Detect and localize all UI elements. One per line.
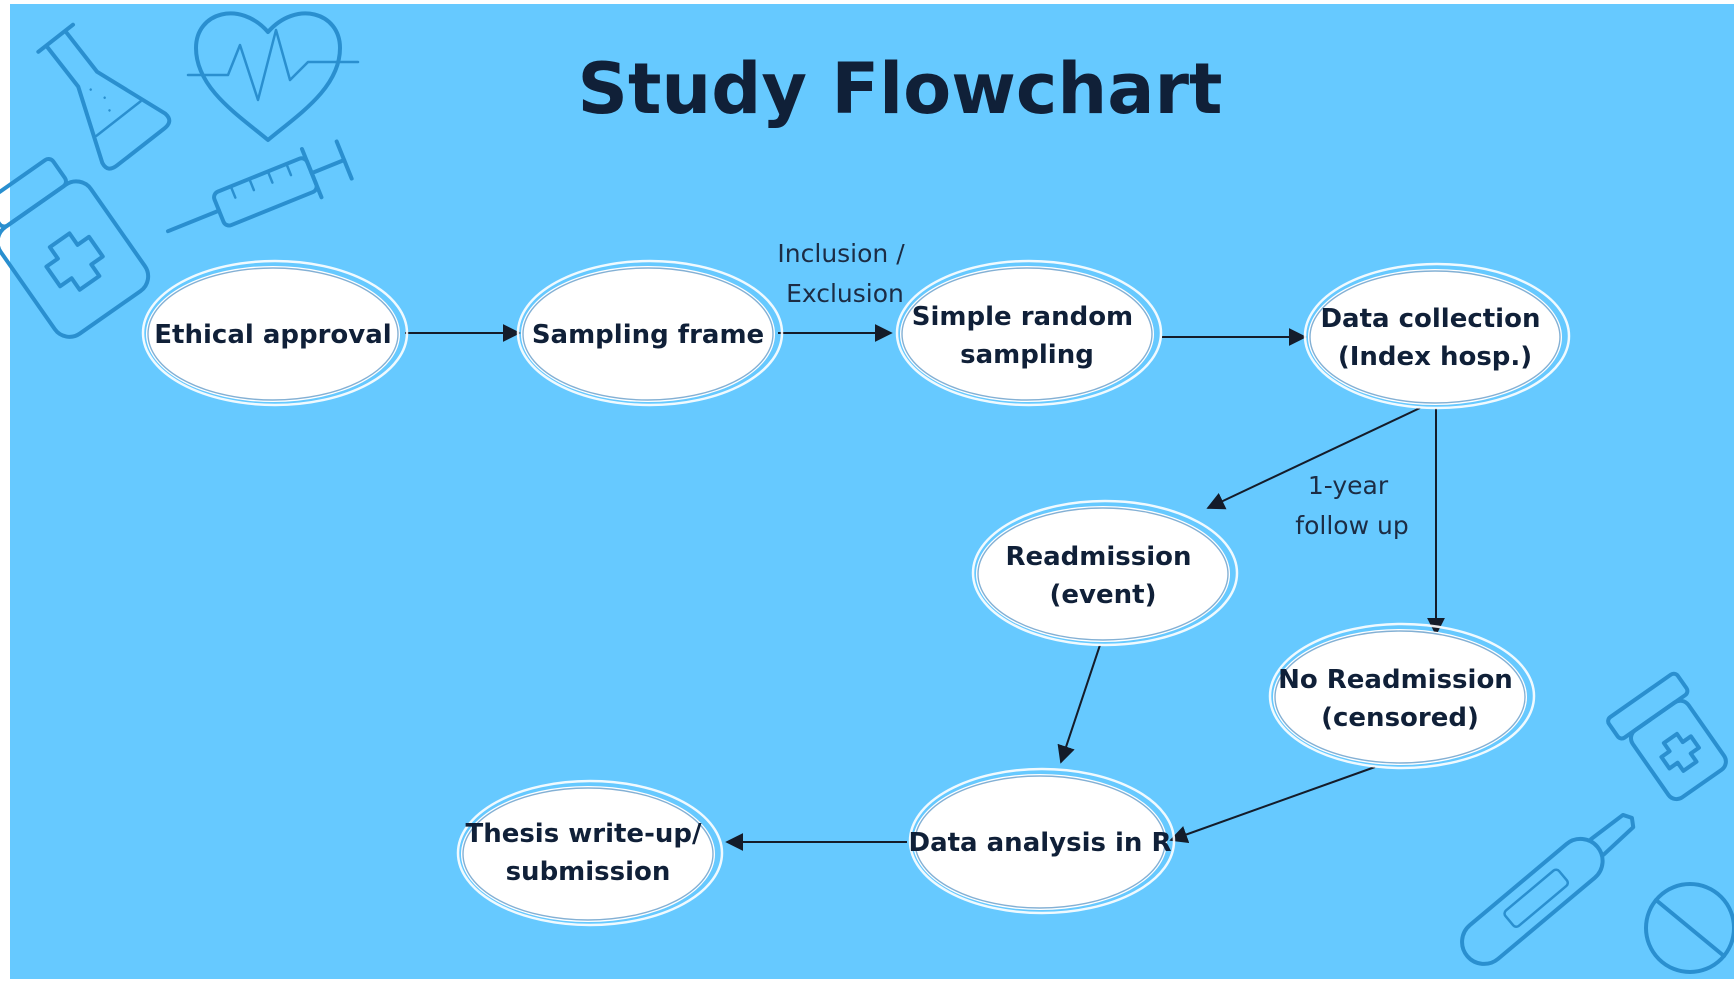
node-label: Data analysis in R xyxy=(908,828,1171,858)
edge-readmission-to-analysis xyxy=(1057,644,1101,764)
node-label: Data collection (Index hosp.) xyxy=(1320,304,1549,372)
heart-icon xyxy=(186,11,360,142)
node-label-line: No Readmission xyxy=(1278,665,1513,695)
node-label-line: Data collection xyxy=(1320,304,1540,334)
node-simple-random-sampling: Simple random sampling xyxy=(895,259,1163,407)
edge-no-readmission-to-analysis xyxy=(1169,766,1376,844)
pill-icon xyxy=(1644,882,1734,974)
node-label-line: Thesis write-up/ xyxy=(465,819,702,849)
node-ethical-approval: Ethical approval xyxy=(141,259,409,407)
edge-label-line: Inclusion / xyxy=(777,239,905,268)
edge-collection-to-readmission xyxy=(1206,407,1421,510)
page-title: Study Flowchart xyxy=(578,48,1223,130)
node-label-line: (Index hosp.) xyxy=(1338,342,1532,372)
node-label-line: sampling xyxy=(960,340,1094,370)
node-thesis: Thesis write-up/ submission xyxy=(456,779,724,927)
edge-label-line: 1-year xyxy=(1308,471,1389,500)
edge-label-line: follow up xyxy=(1295,511,1408,540)
pill-bottle-icon xyxy=(1606,671,1728,802)
edge-label-follow-up: 1-year follow up xyxy=(1295,471,1408,540)
node-label-line: (event) xyxy=(1050,580,1157,610)
node-label-line: Readmission xyxy=(1005,542,1191,572)
node-label: Thesis write-up/ submission xyxy=(465,819,710,887)
slide-panel xyxy=(10,4,1734,979)
node-no-readmission: No Readmission (censored) xyxy=(1268,622,1536,770)
node-label-line: (censored) xyxy=(1321,703,1479,733)
node-label-line: Simple random xyxy=(912,302,1133,332)
node-sampling-frame: Sampling frame xyxy=(516,259,784,407)
node-label: Readmission (event) xyxy=(1005,542,1200,610)
node-label: Simple random sampling xyxy=(912,302,1142,370)
syringe-icon xyxy=(166,139,354,234)
node-label-line: submission xyxy=(506,857,671,887)
node-data-analysis: Data analysis in R xyxy=(908,767,1176,915)
node-label: No Readmission (censored) xyxy=(1278,665,1522,733)
node-readmission: Readmission (event) xyxy=(971,499,1239,647)
node-data-collection: Data collection (Index hosp.) xyxy=(1303,262,1571,410)
node-label-line: Sampling frame xyxy=(532,320,764,350)
node-label-line: Data analysis in R xyxy=(908,828,1171,858)
node-label: Ethical approval xyxy=(154,320,391,350)
edge-label-line: Exclusion xyxy=(786,279,904,308)
thermometer-icon xyxy=(1460,812,1636,966)
node-label: Sampling frame xyxy=(532,320,764,350)
node-label-line: Ethical approval xyxy=(154,320,391,350)
edge-label-inclusion-exclusion: Inclusion / Exclusion xyxy=(777,239,912,308)
medicine-bottle-icon xyxy=(0,157,151,339)
flask-icon xyxy=(36,22,172,171)
